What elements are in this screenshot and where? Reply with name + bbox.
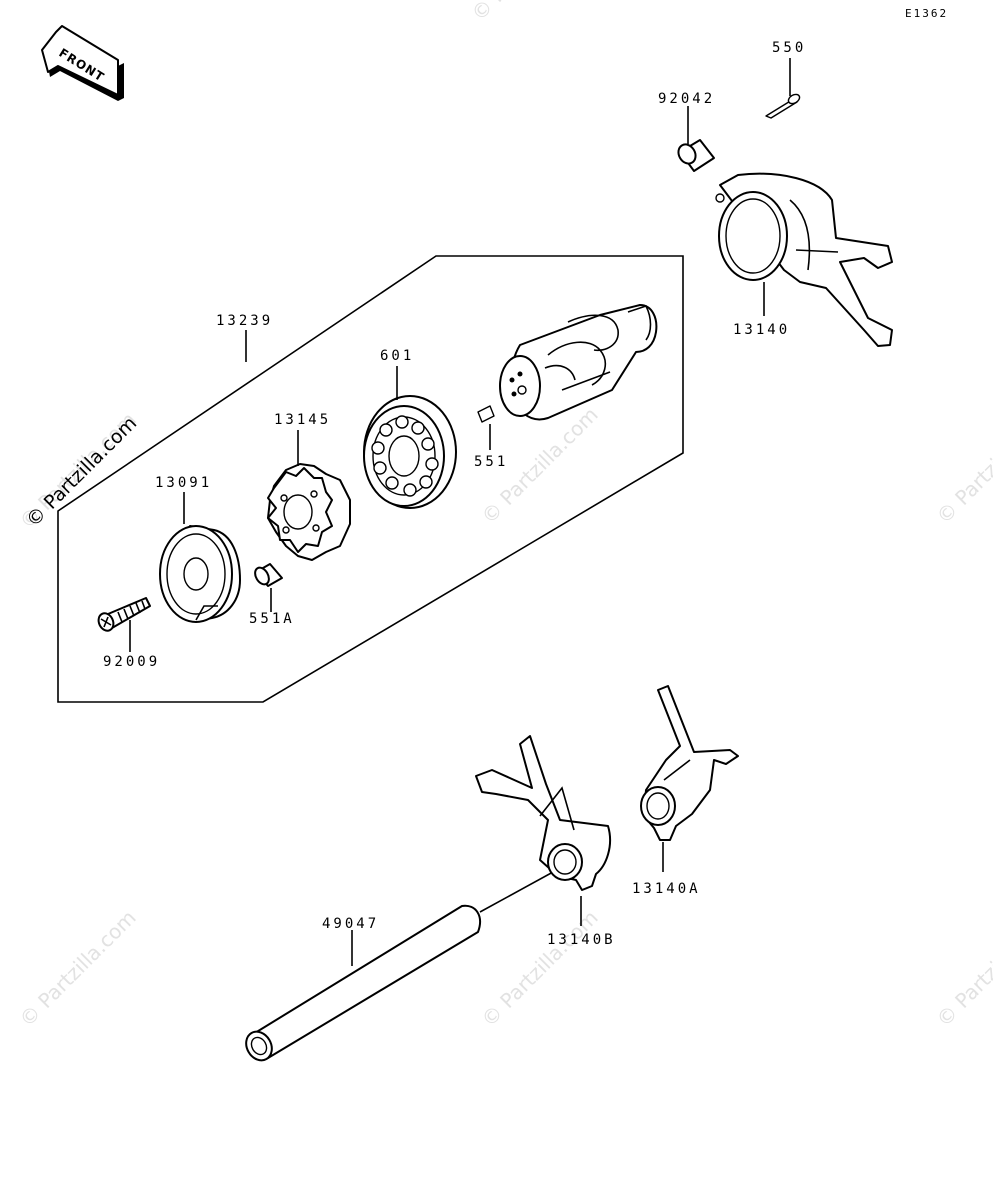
part-13239-label-group: 13239 bbox=[216, 313, 273, 362]
part-label-550: 550 bbox=[772, 40, 806, 56]
part-label-13145: 13145 bbox=[274, 412, 331, 428]
watermark: © Partzilla.com bbox=[15, 905, 141, 1031]
part-label-13239: 13239 bbox=[216, 313, 273, 329]
watermark: © Partzilla.com bbox=[932, 905, 993, 1031]
part-label-92042: 92042 bbox=[658, 91, 715, 107]
part-13140B-shift-fork: 13140B bbox=[475, 735, 616, 948]
part-label-13140: 13140 bbox=[733, 322, 790, 338]
part-label-13140B: 13140B bbox=[547, 932, 616, 948]
watermark: © Partzilla.com bbox=[932, 402, 993, 528]
part-13145-cam: 13145 bbox=[267, 412, 351, 561]
assembly-box bbox=[57, 255, 684, 703]
part-13091-holder: 13091 bbox=[155, 475, 241, 623]
part-551-pin: 551 bbox=[474, 405, 508, 470]
part-551A-pin: 551A bbox=[249, 563, 295, 627]
part-601-bearing: 601 bbox=[363, 348, 457, 509]
background-watermarks: © Partzilla.com © Partzilla.com © Partzi… bbox=[15, 0, 993, 1032]
part-13140-shift-fork: 13140 bbox=[715, 172, 893, 347]
shift-drum bbox=[499, 304, 658, 421]
part-label-13140A: 13140A bbox=[632, 881, 701, 897]
partzilla-watermark: © Partzilla.com bbox=[22, 412, 141, 531]
part-label-551: 551 bbox=[474, 454, 508, 470]
part-label-601: 601 bbox=[380, 348, 414, 364]
part-label-92009: 92009 bbox=[103, 654, 160, 670]
part-550-cotter-pin: 550 bbox=[765, 40, 806, 119]
watermark: © Partzilla.com bbox=[467, 0, 593, 26]
part-label-551A: 551A bbox=[249, 611, 295, 627]
part-92009-screw: 92009 bbox=[97, 597, 160, 670]
diagram-code: E1362 bbox=[905, 7, 948, 20]
part-13140A-shift-fork: 13140A bbox=[632, 685, 739, 897]
part-92042-pin: 92042 bbox=[658, 91, 715, 172]
part-label-49047: 49047 bbox=[322, 916, 379, 932]
part-label-13091: 13091 bbox=[155, 475, 212, 491]
part-49047-shaft: 49047 bbox=[245, 865, 565, 1062]
front-arrow-icon: FRONT bbox=[41, 25, 124, 101]
watermark: © Partzilla.com bbox=[477, 905, 603, 1031]
